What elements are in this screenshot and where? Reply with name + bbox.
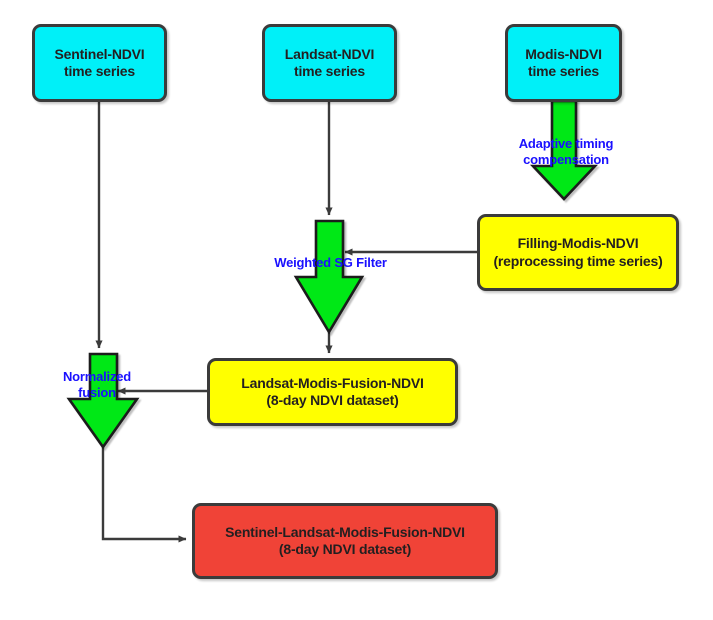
node-landsat-modis-fusion-ndvi[interactable]: Landsat-Modis-Fusion-NDVI (8-day NDVI da… bbox=[207, 358, 458, 426]
node-landsat-ndvi-label: Landsat-NDVI time series bbox=[284, 45, 375, 80]
node-sentinel-ndvi-label: Sentinel-NDVI time series bbox=[54, 45, 145, 80]
node-modis-ndvi-label: Modis-NDVI time series bbox=[525, 45, 602, 80]
node-sentinel-ndvi[interactable]: Sentinel-NDVI time series bbox=[32, 24, 167, 102]
node-sentinel-landsat-modis-fusion-ndvi-label: Sentinel-Landsat-Modis-Fusion-NDVI (8-da… bbox=[225, 523, 465, 558]
node-landsat-ndvi[interactable]: Landsat-NDVI time series bbox=[262, 24, 397, 102]
label-normalized-fusion: Normalized fusion bbox=[62, 369, 132, 400]
normalized-fusion-arrow bbox=[66, 352, 140, 450]
label-weighted-sg-filter: Weighted SG Filter bbox=[274, 255, 387, 270]
normalized-fusion-to-final-line bbox=[101, 447, 187, 543]
node-filling-modis-ndvi[interactable]: Filling-Modis-NDVI (reprocessing time se… bbox=[477, 214, 679, 291]
node-filling-modis-ndvi-label: Filling-Modis-NDVI (reprocessing time se… bbox=[493, 235, 663, 269]
node-sentinel-landsat-modis-fusion-ndvi[interactable]: Sentinel-Landsat-Modis-Fusion-NDVI (8-da… bbox=[192, 503, 498, 579]
node-landsat-modis-fusion-ndvi-label: Landsat-Modis-Fusion-NDVI (8-day NDVI da… bbox=[241, 374, 424, 409]
weighted-sg-filter-arrow bbox=[293, 219, 365, 335]
label-adaptive-timing-compensation: Adaptive timing compensation bbox=[518, 136, 614, 167]
node-modis-ndvi[interactable]: Modis-NDVI time series bbox=[505, 24, 622, 102]
